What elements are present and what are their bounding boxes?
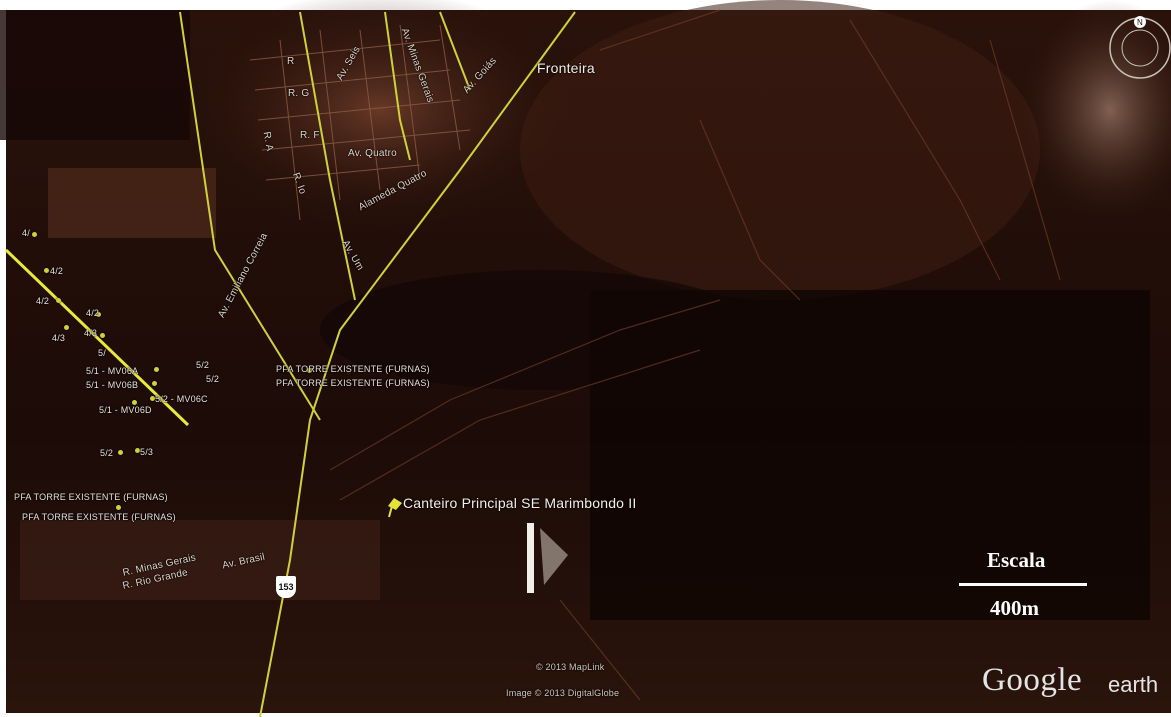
tower-marker-icon[interactable] — [152, 381, 157, 386]
av-emiliano-road — [179, 11, 321, 421]
river-valley — [320, 270, 760, 390]
tower-label[interactable]: 4/3 — [84, 328, 98, 338]
settlement-right — [1020, 0, 1171, 220]
tower-marker-icon[interactable] — [154, 367, 159, 372]
substation-bar — [527, 523, 534, 593]
street-label: Av. Quatro — [348, 148, 397, 159]
tower-label[interactable]: 4/ — [22, 228, 30, 238]
street-label: R. G — [288, 88, 310, 99]
tower-label[interactable]: 5/3 — [140, 447, 154, 457]
scale-title: Escala — [987, 548, 1046, 572]
farmland — [520, 0, 1040, 300]
compass-icon[interactable]: N — [1109, 16, 1171, 79]
tower-marker-icon[interactable] — [96, 312, 101, 317]
tower-label[interactable]: 5/ — [98, 348, 106, 358]
tower-label[interactable]: 4/2 — [50, 266, 64, 276]
tower-marker-icon[interactable] — [132, 400, 137, 405]
town-area — [180, 0, 580, 230]
city-label-fronteira[interactable]: Fronteira — [537, 60, 595, 76]
tower-label[interactable]: 5/1 - MV06D — [99, 405, 152, 415]
av-minas-road — [384, 11, 411, 161]
tower-label[interactable]: 5/1 - MV06A — [86, 366, 139, 376]
pfa-label[interactable]: PFA TORRE EXISTENTE (FURNAS) — [276, 364, 430, 374]
tower-label[interactable]: 5/2 — [206, 374, 220, 384]
google-earth-logo-product: earth — [1108, 672, 1159, 697]
tower-label[interactable]: 4/2 — [36, 296, 50, 306]
town-south — [20, 520, 380, 600]
tower-marker-icon[interactable] — [32, 232, 37, 237]
substation-yard — [540, 528, 568, 585]
placemark-pin-icon[interactable] — [388, 498, 402, 518]
scale-bar — [959, 583, 1087, 586]
street-grid — [249, 24, 471, 221]
svg-text:N: N — [1137, 18, 1143, 27]
av-um-road — [299, 11, 356, 301]
tower-marker-icon[interactable] — [135, 448, 140, 453]
pfa-label[interactable]: PFA TORRE EXISTENTE (FURNAS) — [14, 492, 168, 502]
pfa-label[interactable]: PFA TORRE EXISTENTE (FURNAS) — [22, 512, 176, 522]
street-label: R. F — [300, 130, 320, 141]
tower-marker-icon[interactable] — [118, 450, 123, 455]
tower-marker-icon[interactable] — [56, 298, 61, 303]
attribution-maplink: © 2013 MapLink — [536, 662, 605, 672]
scale-distance: 400m — [990, 596, 1039, 620]
street-label: R — [287, 56, 295, 67]
tower-marker-icon[interactable] — [100, 333, 105, 338]
tower-marker-icon[interactable] — [44, 268, 49, 273]
tower-marker-icon[interactable] — [116, 505, 121, 510]
attribution-imagery: Image © 2013 DigitalGlobe — [506, 688, 620, 698]
highway-shield-icon: 153 — [276, 576, 296, 598]
tower-label[interactable]: 4/3 — [52, 333, 66, 343]
transmission-line — [4, 248, 190, 427]
tower-label[interactable]: 5/1 - MV06B — [86, 380, 139, 390]
dark-field — [0, 10, 190, 140]
dirt-tracks — [329, 9, 1061, 701]
google-earth-logo: Google — [982, 662, 1083, 698]
tower-label[interactable]: 5/2 — [196, 360, 210, 370]
av-goias-road — [439, 11, 471, 91]
pfa-label[interactable]: PFA TORRE EXISTENTE (FURNAS) — [276, 378, 430, 388]
field-patch — [48, 168, 216, 238]
tower-label[interactable]: 5/2 — [100, 448, 114, 458]
site-label-canteiro[interactable]: Canteiro Principal SE Marimbondo II — [403, 495, 637, 511]
tower-marker-icon[interactable] — [150, 396, 155, 401]
tower-label[interactable]: 5/2 - MV06C — [155, 394, 208, 404]
tower-label[interactable]: 4/2 — [86, 308, 100, 318]
tower-marker-icon[interactable] — [307, 368, 312, 373]
tower-marker-icon[interactable] — [64, 325, 69, 330]
